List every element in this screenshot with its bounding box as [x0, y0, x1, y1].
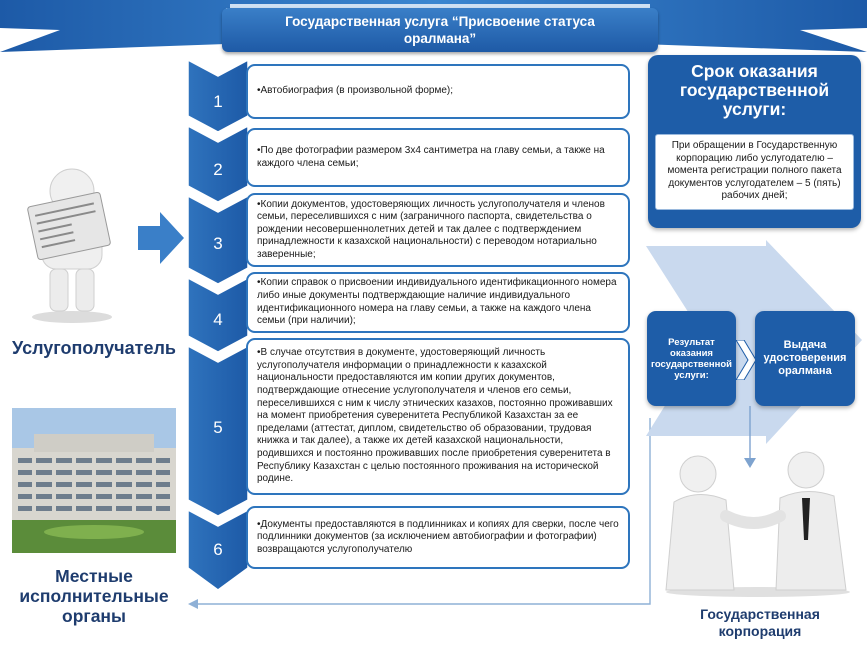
step-text-5: •В случае отсутствия в документе, удосто…: [257, 347, 613, 485]
state-corporation-label: Государственная корпорация: [700, 606, 820, 639]
step-box-2: •По две фотографии размером 3х4 сантимет…: [246, 128, 630, 187]
chevron-right-icon: [736, 340, 756, 380]
issue-certificate-box: Выдача удостоверения оралмана: [755, 311, 855, 406]
step-text-4: •Копии справок о присвоении индивидуальн…: [257, 277, 617, 327]
result-label-box: Результат оказания государственной услуг…: [647, 311, 736, 406]
handshake-people-icon: [665, 451, 850, 597]
connector-arrow: [744, 406, 756, 468]
step-number-4: 4: [213, 310, 223, 329]
step-number-3: 3: [213, 234, 223, 253]
step-text-6: •Документы предоставляются в подлинниках…: [257, 518, 619, 555]
step-number-1: 1: [213, 92, 223, 111]
person-reading-newspaper-icon: [27, 168, 112, 323]
government-building-image: [12, 408, 176, 553]
step-number-5: 5: [213, 418, 223, 437]
step-text-1: •Автобиография (в произвольной форме);: [257, 85, 454, 97]
return-flow-arrow: [188, 418, 651, 609]
step-number-2: 2: [213, 160, 223, 179]
step-box-6: •Документы предоставляются в подлинниках…: [246, 506, 630, 569]
local-bodies-label: Местные исполнительные органы: [19, 566, 169, 626]
step-box-3: •Копии документов, удостоверяющих личнос…: [246, 193, 630, 267]
recipient-label: Услугополучатель: [12, 338, 176, 358]
service-term-text: При обращении в Государственную корпорац…: [655, 134, 854, 210]
arrow-right-icon: [138, 212, 184, 264]
step-number-6: 6: [213, 540, 223, 559]
page-title: Государственная услуга “Присвоение стату…: [222, 8, 658, 52]
step-box-5: •В случае отсутствия в документе, удосто…: [246, 338, 630, 495]
service-term-title: Срок оказания государственной услуги:: [679, 61, 830, 119]
step-box-4: •Копии справок о присвоении индивидуальн…: [246, 272, 630, 333]
step-box-1: •Автобиография (в произвольной форме);: [246, 64, 630, 119]
step-text-2: •По две фотографии размером 3х4 сантимет…: [257, 144, 605, 169]
steps-chevron-column: [188, 60, 248, 591]
step-text-3: •Копии документов, удостоверяющих личнос…: [257, 198, 605, 260]
